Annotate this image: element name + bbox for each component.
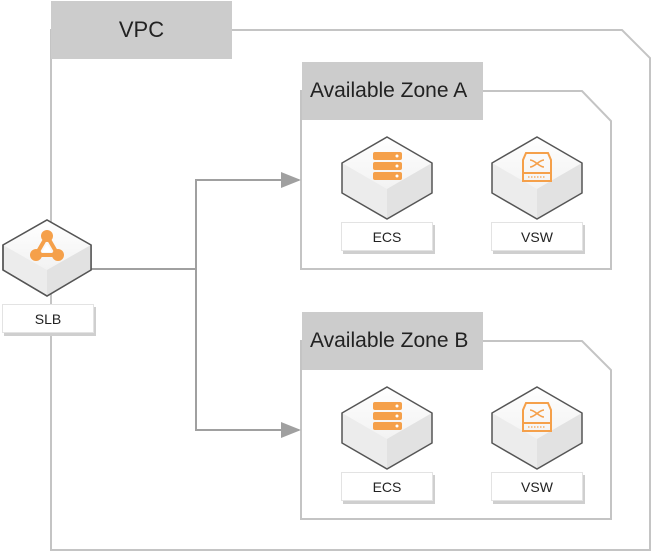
slb-label: SLB [2, 304, 94, 333]
zone-a-title: Available Zone A [302, 62, 483, 120]
zone-b-ecs-node[interactable] [341, 386, 433, 470]
server-stack-icon [373, 152, 402, 180]
zone-b-vsw-label: VSW [491, 472, 583, 501]
connector-to-zone-b [195, 269, 301, 438]
zone-a-vsw-label: VSW [491, 222, 583, 251]
connector-slb-to-zones [90, 172, 301, 438]
zone-b-title: Available Zone B [302, 312, 483, 370]
connector-to-zone-a [195, 172, 301, 269]
vpc-title: VPC [51, 1, 232, 59]
server-stack-icon [373, 402, 402, 430]
zone-a-vsw-node[interactable] [491, 136, 583, 220]
switch-icon [522, 402, 552, 432]
switch-icon [522, 152, 552, 182]
slb-node[interactable] [2, 219, 92, 297]
zone-a-container [300, 90, 612, 270]
load-balancer-icon [30, 230, 64, 261]
zone-b-container [300, 340, 612, 520]
zone-b-ecs-label: ECS [341, 472, 433, 501]
zone-a-ecs-node[interactable] [341, 136, 433, 220]
zone-a-ecs-label: ECS [341, 222, 433, 251]
zone-b-vsw-node[interactable] [491, 386, 583, 470]
